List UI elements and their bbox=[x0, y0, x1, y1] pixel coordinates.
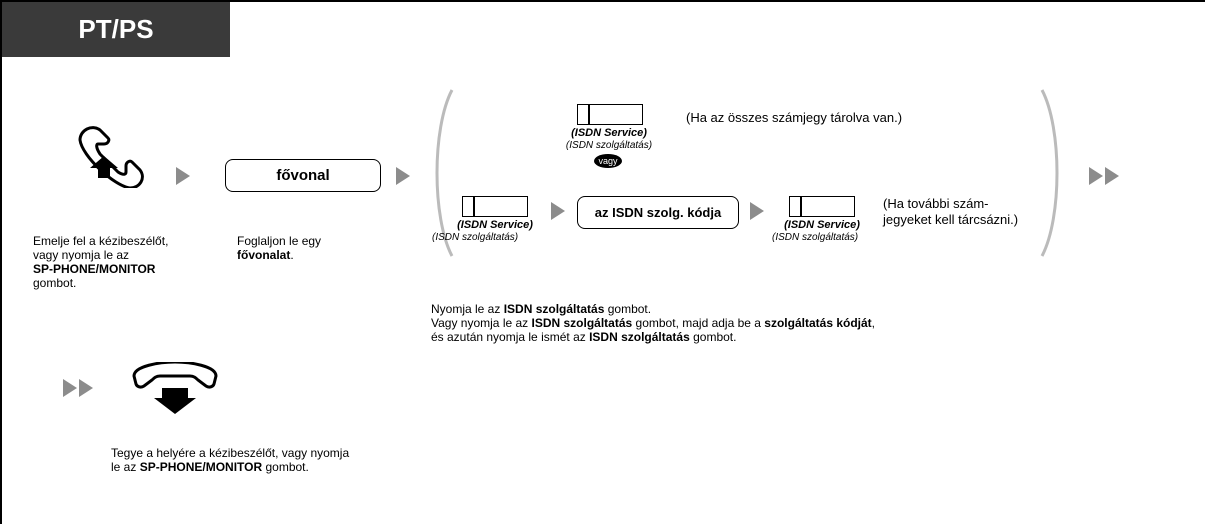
arrow-right-icon bbox=[551, 202, 565, 220]
all-digits-note: (Ha az összes számjegy tárolva van.) bbox=[686, 110, 903, 125]
co-line-button: fővonal bbox=[225, 159, 381, 192]
isdn-service-key-top bbox=[577, 104, 643, 125]
arrow-right-icon bbox=[176, 167, 190, 185]
key-label-en: (ISDN Service) bbox=[571, 127, 647, 139]
key-label-en: (ISDN Service) bbox=[784, 219, 860, 231]
service-code-box: az ISDN szolg. kódja bbox=[577, 196, 739, 229]
arrow-right-icon bbox=[396, 167, 410, 185]
handset-offhook-icon bbox=[74, 122, 154, 193]
key-label-en: (ISDN Service) bbox=[457, 219, 533, 231]
key-label-hu: (ISDN szolgáltatás) bbox=[565, 140, 653, 151]
isdn-service-key-right bbox=[789, 196, 855, 217]
more-digits-note: (Ha további szám- jegyeket kell tárcsázn… bbox=[883, 196, 1019, 227]
left-parenthesis bbox=[428, 88, 458, 263]
isdn-explanation: Nyomja le az ISDN szolgáltatás gombot. V… bbox=[431, 302, 876, 344]
right-parenthesis bbox=[1036, 88, 1066, 263]
line-seize-instruction: Foglaljon le egy fővonalat. bbox=[237, 234, 322, 262]
arrow-right-icon bbox=[750, 202, 764, 220]
mode-tab: PT/PS bbox=[2, 2, 230, 57]
or-badge: vagy bbox=[594, 154, 622, 168]
isdn-service-key-left bbox=[462, 196, 528, 217]
frame-edge bbox=[1205, 0, 1207, 526]
onhook-instruction: Tegye a helyére a kézibeszélőt, vagy nyo… bbox=[111, 446, 350, 474]
handset-onhook-icon bbox=[130, 360, 220, 421]
key-label-hu: (ISDN szolgáltatás) bbox=[432, 232, 519, 243]
offhook-instruction: Emelje fel a kézibeszélőt, vagy nyomja l… bbox=[33, 234, 169, 290]
double-arrow-icon bbox=[1089, 167, 1121, 185]
double-arrow-icon bbox=[63, 379, 95, 397]
key-label-hu: (ISDN szolgáltatás) bbox=[772, 232, 859, 243]
